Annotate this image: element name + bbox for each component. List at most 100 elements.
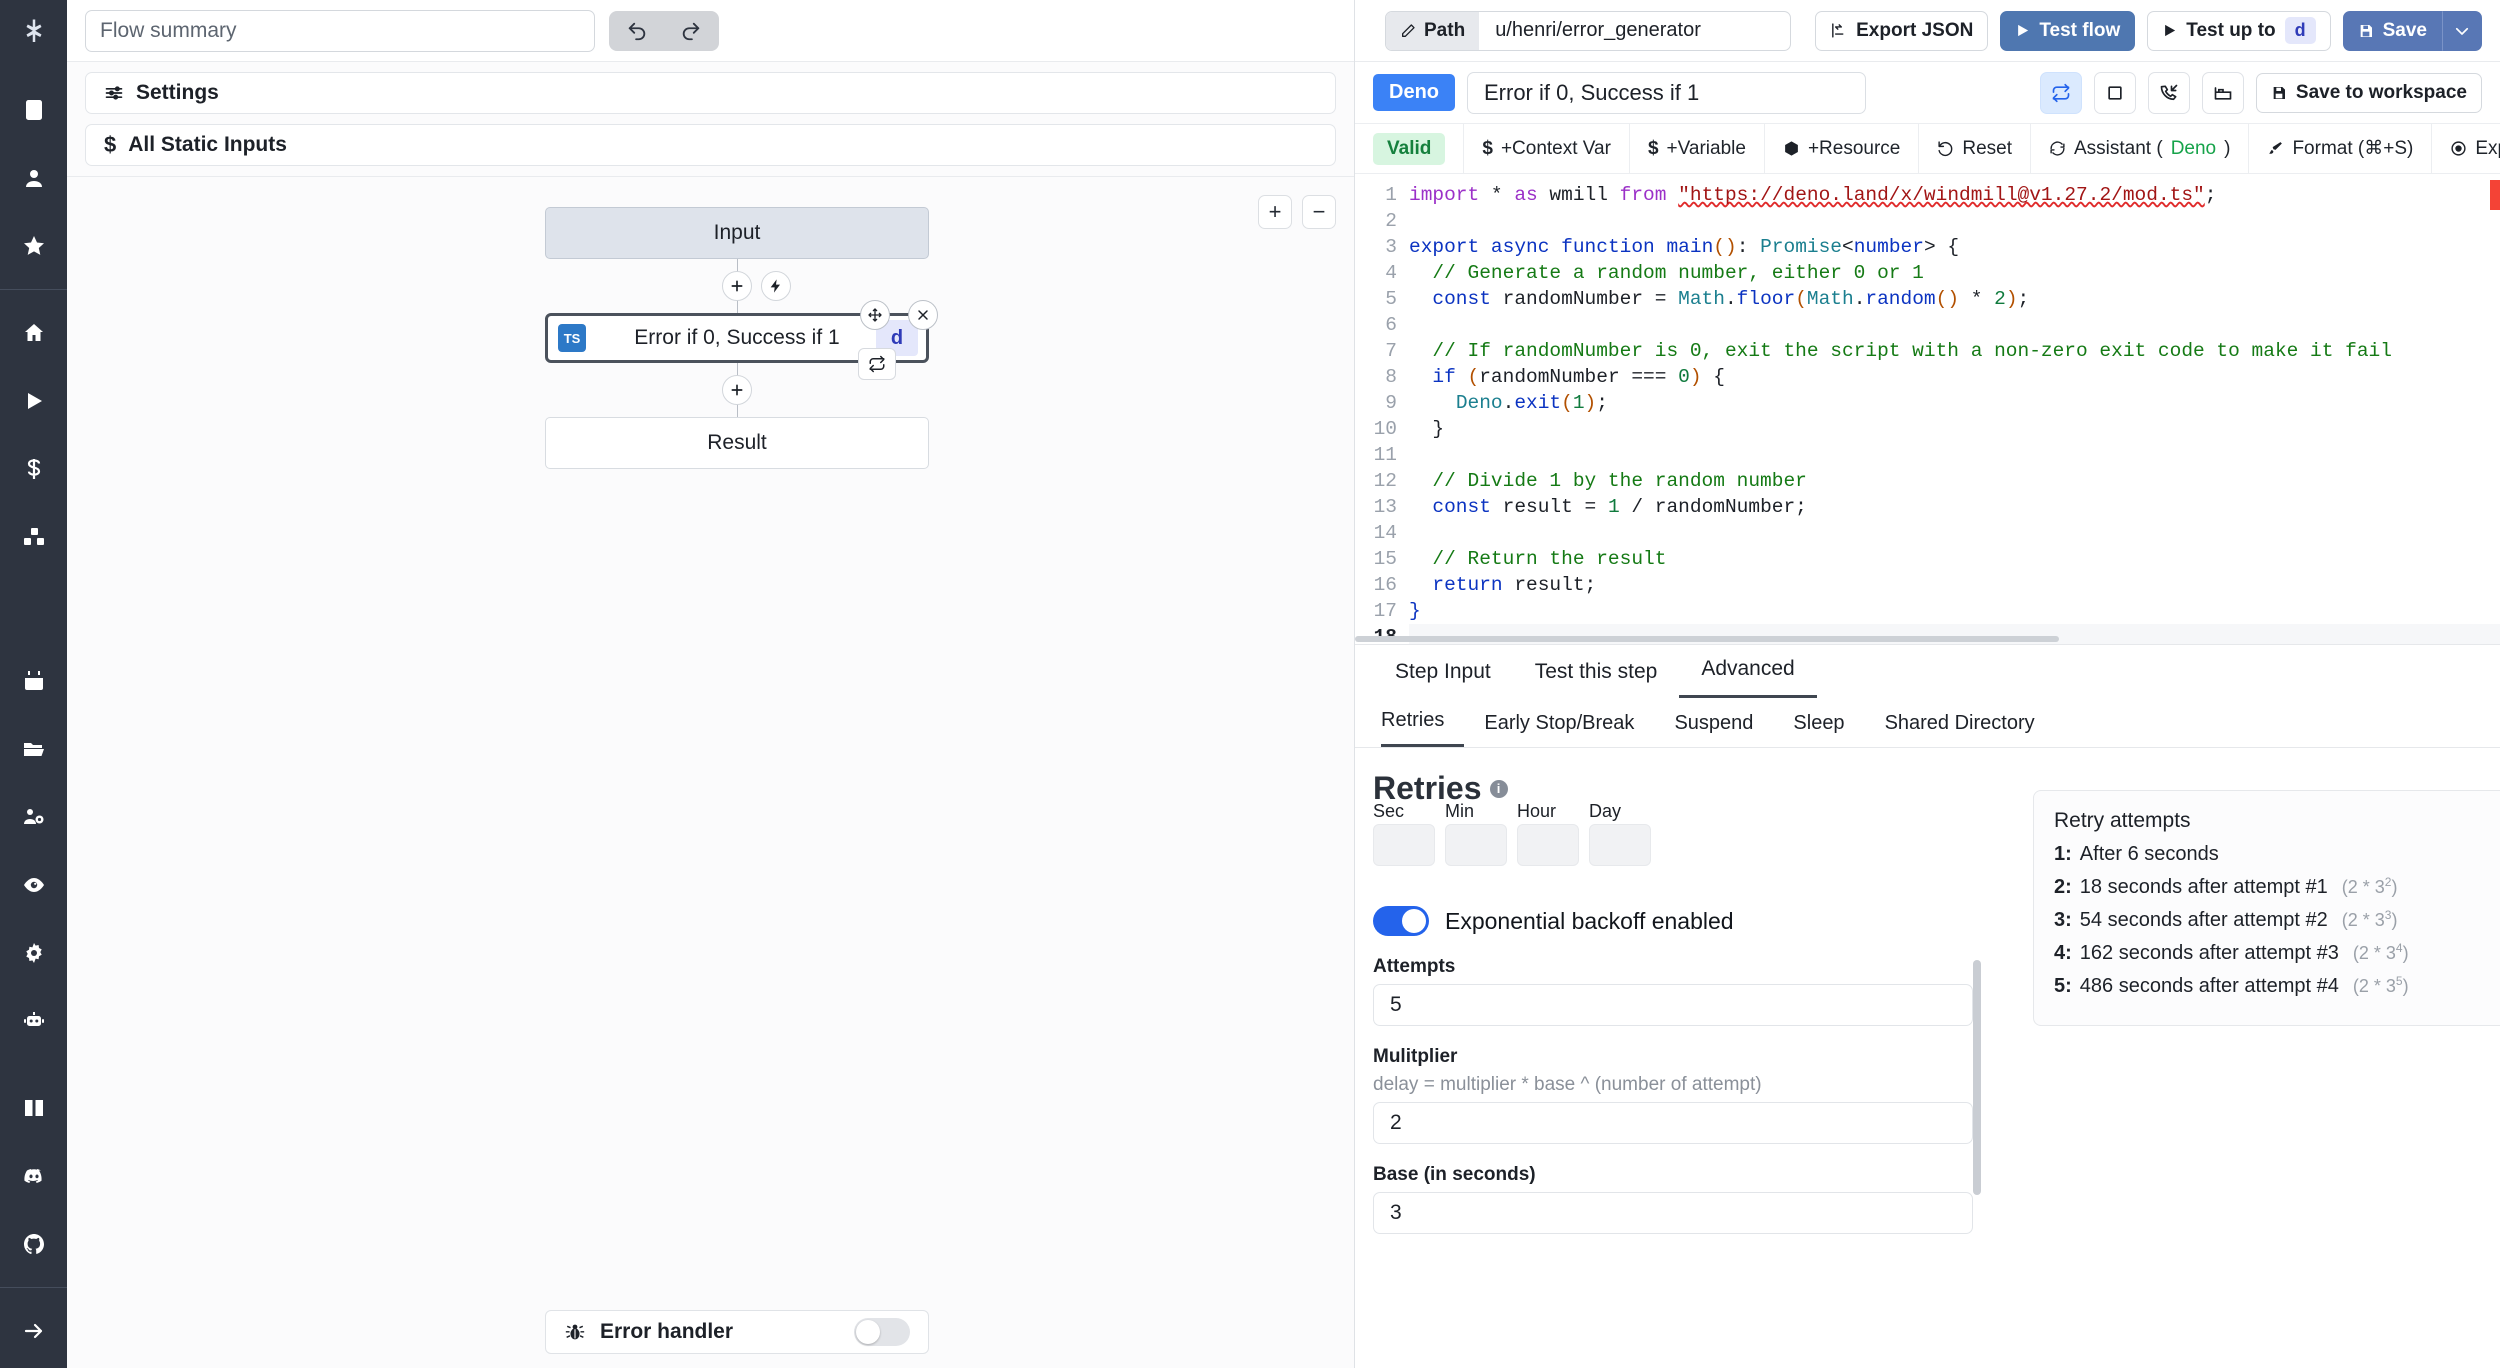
subtab-sleep[interactable]: Sleep: [1793, 712, 1845, 734]
zoom-controls: + −: [1258, 195, 1336, 229]
code-line: }: [1409, 600, 1421, 622]
reset-icon: [1937, 140, 1954, 157]
retry-icon[interactable]: [858, 348, 896, 380]
add-trigger-button[interactable]: [761, 271, 791, 301]
add-step-button-1[interactable]: [722, 271, 752, 301]
user-icon[interactable]: [11, 155, 57, 201]
windmill-logo-icon[interactable]: [12, 10, 56, 54]
delay-unit-sec-input[interactable]: [1373, 824, 1435, 866]
tab-test-this-step[interactable]: Test this step: [1534, 660, 1658, 683]
error-handler-toggle[interactable]: [854, 1318, 910, 1346]
retry-attempt-row: 4: 162 seconds after attempt #3 (2 * 34): [2054, 941, 2500, 965]
users-gear-icon[interactable]: [11, 794, 57, 840]
calendar-icon[interactable]: [11, 658, 57, 704]
typescript-icon: TS: [558, 324, 586, 352]
discord-icon[interactable]: [11, 1153, 57, 1199]
code-lines[interactable]: import * as wmill from "https://deno.lan…: [1409, 182, 2500, 644]
home-icon[interactable]: [11, 310, 57, 356]
eye-icon[interactable]: [11, 862, 57, 908]
step-name-input[interactable]: Error if 0, Success if 1: [1467, 71, 1867, 114]
exponential-backoff-row: Exponential backoff enabled: [1373, 906, 2013, 936]
rail-divider-3: [0, 1287, 67, 1288]
reset-button[interactable]: Reset: [1919, 124, 2031, 173]
path-label: Path: [1424, 19, 1466, 41]
code-line: return result;: [1432, 574, 1597, 596]
bed-icon[interactable]: [2201, 71, 2244, 114]
redo-icon[interactable]: [669, 14, 713, 48]
subtab-retries[interactable]: Retries: [1381, 709, 1465, 747]
folder-icon[interactable]: [11, 726, 57, 772]
subtab-suspend[interactable]: Suspend: [1674, 712, 1754, 734]
retry-icon[interactable]: [2039, 71, 2082, 114]
phone-incoming-icon[interactable]: [2147, 71, 2190, 114]
info-icon[interactable]: i: [1489, 779, 1508, 798]
arrow-right-icon[interactable]: [11, 1308, 57, 1354]
validity-status: Valid: [1373, 124, 1465, 173]
delay-unit-hour: Hour: [1517, 801, 1579, 866]
editor-horizontal-scrollbar[interactable]: [1355, 636, 2490, 642]
delay-unit-day-input[interactable]: [1589, 824, 1651, 866]
tab-step-input[interactable]: Step Input: [1395, 660, 1491, 683]
zoom-in-button[interactable]: +: [1258, 195, 1292, 229]
multiplier-input[interactable]: 2: [1373, 1102, 1973, 1144]
robot-icon[interactable]: [11, 998, 57, 1044]
subtab-shared-directory[interactable]: Shared Directory: [1884, 712, 2035, 734]
building-icon[interactable]: [11, 87, 57, 133]
add-context-var-button[interactable]: $ +Context Var: [1464, 124, 1630, 173]
add-step-button-2[interactable]: [722, 375, 752, 405]
book-icon[interactable]: [11, 1085, 57, 1131]
path-field[interactable]: Path u/henri/error_generator: [1385, 10, 1792, 51]
add-variable-button[interactable]: $ +Variable: [1630, 124, 1765, 173]
code-line: [1409, 520, 2500, 546]
retry-attempt-row: 2: 18 seconds after attempt #1 (2 * 32): [2054, 875, 2500, 899]
error-handler-bar[interactable]: Error handler: [545, 1310, 929, 1354]
github-icon[interactable]: [11, 1221, 57, 1267]
path-value[interactable]: u/henri/error_generator: [1495, 19, 1701, 41]
base-input[interactable]: 3: [1373, 1192, 1973, 1234]
tab-advanced[interactable]: Advanced: [1679, 657, 1817, 698]
play-icon[interactable]: [11, 378, 57, 424]
test-up-to-button[interactable]: Test up to d: [2147, 10, 2331, 51]
delay-unit-hour-label: Hour: [1517, 801, 1557, 821]
save-dropdown-caret-icon[interactable]: [2442, 10, 2482, 51]
star-icon[interactable]: [11, 223, 57, 269]
blocks-icon[interactable]: [11, 514, 57, 560]
move-handle-icon[interactable]: [860, 300, 890, 330]
all-static-inputs-bar[interactable]: $ All Static Inputs: [85, 124, 1336, 166]
multiplier-field: Mulitplier delay = multiplier * base ^ (…: [1373, 1046, 1973, 1144]
flow-summary-input[interactable]: Flow summary: [85, 9, 595, 52]
flow-node-step[interactable]: TS Error if 0, Success if 1 d: [545, 300, 938, 380]
attempts-input[interactable]: 5: [1373, 984, 1973, 1026]
test-flow-button[interactable]: Test flow: [2000, 10, 2136, 51]
delay-unit-min: Min: [1445, 801, 1507, 866]
exponential-backoff-toggle[interactable]: [1373, 906, 1429, 936]
subtab-early-stop-break[interactable]: Early Stop/Break: [1484, 712, 1635, 734]
zoom-out-button[interactable]: −: [1302, 195, 1336, 229]
format-label: Format (⌘+S): [2292, 138, 2414, 159]
assistant-button[interactable]: Assistant (Deno): [2031, 124, 2250, 173]
retries-scrollbar[interactable]: [1973, 960, 1981, 1195]
dollar-icon[interactable]: [11, 446, 57, 492]
delay-unit-hour-input[interactable]: [1517, 824, 1579, 866]
explore-other-scripts-button[interactable]: Explore other s: [2432, 124, 2500, 173]
retry-attempt-text: 486 seconds after attempt #4: [2079, 975, 2339, 997]
add-resource-button[interactable]: +Resource: [1765, 124, 1920, 173]
code-toolbar: Valid $ +Context Var $ +Variable +Resour…: [1355, 124, 2500, 174]
gear-icon[interactable]: [11, 930, 57, 976]
flow-node-input[interactable]: Input: [545, 207, 929, 259]
format-button[interactable]: Format (⌘+S): [2249, 124, 2433, 173]
retries-panel: Retries i Sec Min Hour: [1355, 748, 2500, 1368]
flow-node-result[interactable]: Result: [545, 417, 929, 469]
stop-square-icon[interactable]: [2093, 71, 2136, 114]
undo-icon[interactable]: [615, 14, 659, 48]
save-button[interactable]: Save: [2342, 10, 2442, 51]
close-icon[interactable]: [908, 300, 938, 330]
retry-attempt-formula: (2 * 33): [2341, 908, 2398, 930]
export-json-button[interactable]: Export JSON: [1815, 10, 1989, 51]
delay-unit-min-input[interactable]: [1445, 824, 1507, 866]
flow-canvas[interactable]: + − Input TS Error: [67, 176, 1354, 1368]
settings-bar[interactable]: Settings: [85, 72, 1336, 114]
save-to-workspace-button[interactable]: Save to workspace: [2255, 72, 2482, 113]
